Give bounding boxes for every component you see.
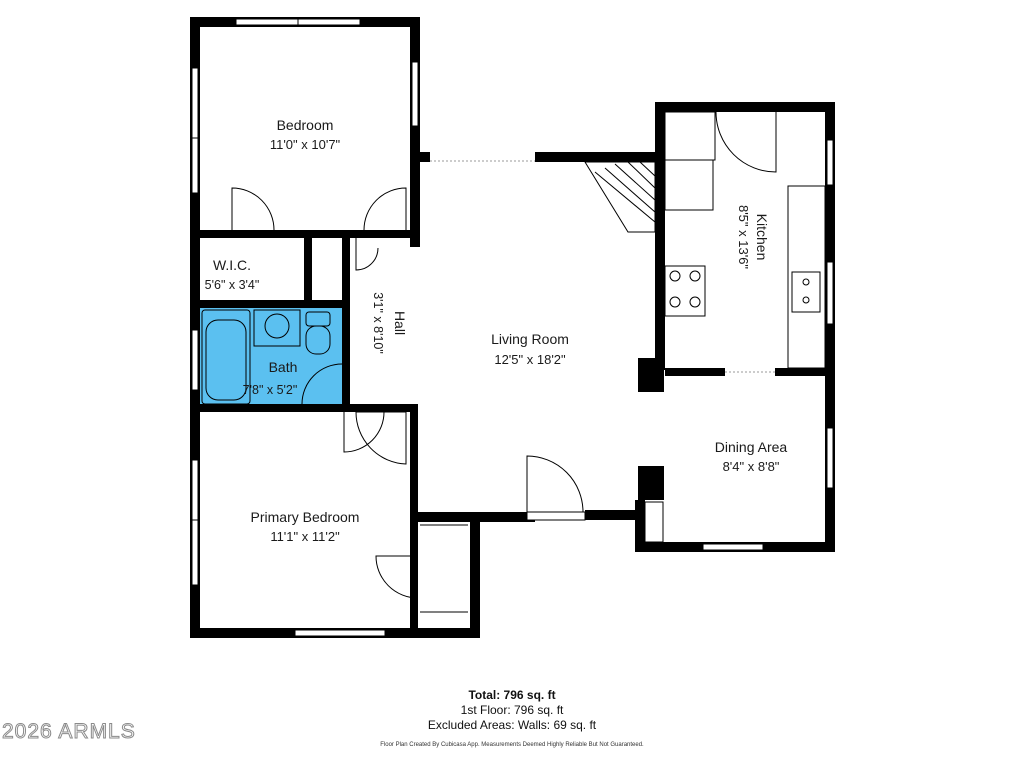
dining-area-name: Dining Area bbox=[715, 439, 788, 455]
living-room-name: Living Room bbox=[491, 331, 569, 347]
kitchen-fixtures bbox=[664, 111, 826, 369]
wic-dim: 5'6" x 3'4" bbox=[205, 278, 260, 292]
excluded-area: Excluded Areas: Walls: 69 sq. ft bbox=[427, 718, 597, 732]
room-labels: Bedroom 11'0" x 10'7" W.I.C. 5'6" x 3'4"… bbox=[205, 117, 788, 544]
bedroom-dim: 11'0" x 10'7" bbox=[270, 137, 341, 152]
wic-name: W.I.C. bbox=[213, 257, 251, 273]
kitchen-name: Kitchen bbox=[754, 214, 770, 261]
bath-dim: 7'8" x 5'2" bbox=[243, 383, 298, 397]
stairs bbox=[584, 161, 656, 233]
doors bbox=[231, 103, 777, 599]
watermark: 2026 ARMLS bbox=[2, 720, 136, 744]
hall-name: Hall bbox=[392, 311, 408, 335]
kitchen-dim: 8'5" x 13'6" bbox=[736, 205, 751, 269]
hall-dim: 3'1" x 8'10" bbox=[371, 292, 385, 354]
bath-name: Bath bbox=[269, 359, 298, 375]
bath-floor bbox=[198, 306, 346, 408]
bath-fixtures bbox=[201, 309, 343, 405]
primary-bedroom-dim: 11'1" x 11'2" bbox=[270, 529, 340, 544]
windows bbox=[191, 18, 834, 637]
bedroom-name: Bedroom bbox=[277, 117, 334, 133]
disclaimer: Floor Plan Created By Cubicasa App. Meas… bbox=[380, 742, 644, 748]
openings bbox=[430, 160, 775, 373]
primary-bedroom-name: Primary Bedroom bbox=[251, 509, 360, 525]
total-area: Total: 796 sq. ft bbox=[468, 688, 556, 702]
dining-area-dim: 8'4" x 8'8" bbox=[723, 459, 780, 474]
living-room-dim: 12'5" x 18'2" bbox=[494, 352, 566, 367]
first-floor-area: 1st Floor: 796 sq. ft bbox=[460, 703, 564, 717]
storage-shelves bbox=[420, 501, 664, 613]
